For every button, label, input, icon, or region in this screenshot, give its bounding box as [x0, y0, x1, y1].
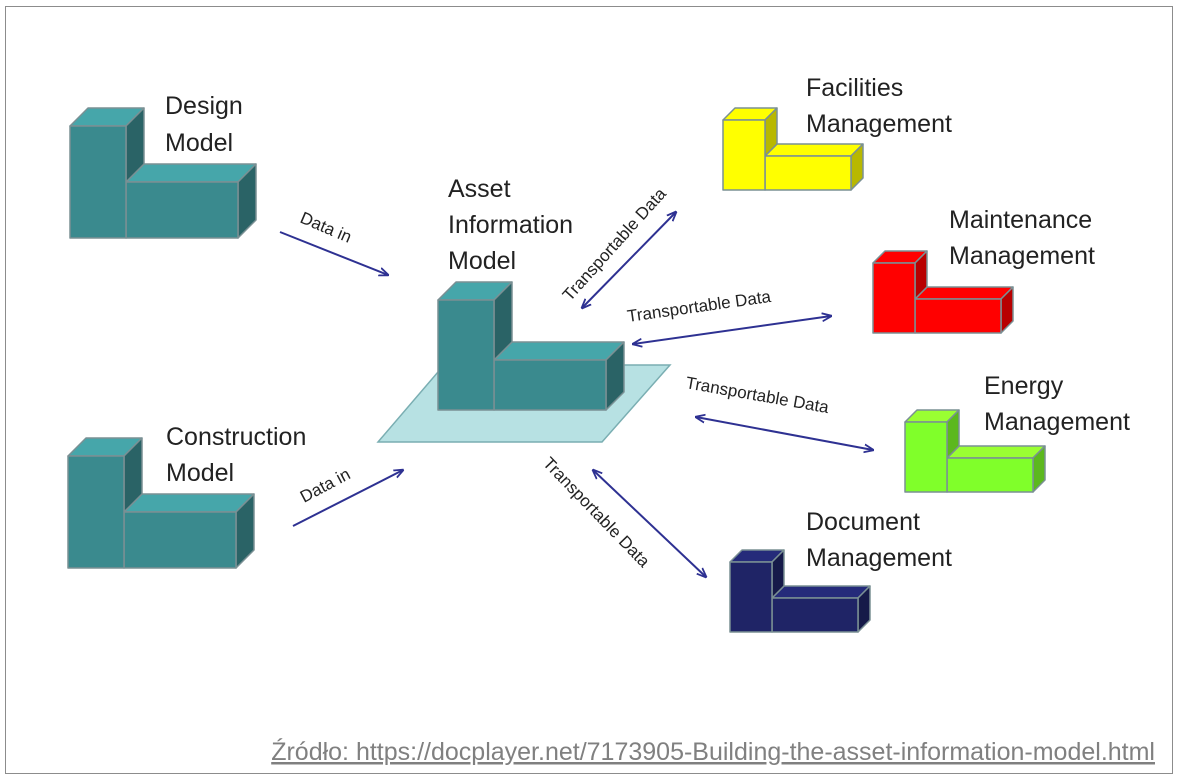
design-block-front-low — [125, 181, 239, 239]
construction-block-top-low — [123, 493, 255, 513]
maintenance-label-line1: Maintenance — [949, 206, 1092, 234]
source-caption[interactable]: Źródło: https://docplayer.net/7173905-Bu… — [271, 737, 1155, 766]
facilities-block-top-low — [764, 143, 864, 157]
maintenance-arrow — [633, 316, 831, 344]
design-block-top-low — [125, 163, 257, 183]
asset-label-line1: Asset — [448, 175, 511, 203]
maintenance-block-front-low — [914, 298, 1002, 334]
energy-block-front-high — [904, 421, 948, 493]
facilities-arrow — [582, 212, 676, 308]
energy-label-line2: Management — [984, 408, 1130, 436]
maintenance-label-line2: Management — [949, 242, 1095, 270]
energy-block-icon — [904, 409, 1046, 493]
asset-block-front-high — [437, 299, 495, 411]
asset-block-front-low — [493, 359, 607, 411]
asset-block-top-low — [493, 341, 625, 361]
construction-label-line2: Model — [166, 459, 234, 487]
facilities-block-front-high — [722, 119, 766, 191]
design-label-line1: Design — [165, 92, 243, 120]
construction-block-icon — [67, 437, 255, 569]
asset-block-icon — [437, 281, 625, 411]
construction-block-front-low — [123, 511, 237, 569]
document-label-line2: Management — [806, 544, 952, 572]
energy-arrow — [696, 417, 873, 450]
energy-block-top-low — [946, 445, 1046, 459]
maintenance-block-icon — [872, 250, 1014, 334]
construction-block-front-high — [67, 455, 125, 569]
maintenance-edge-label: Transportable Data — [626, 287, 773, 326]
document-block-icon — [729, 549, 871, 633]
design-label-line2: Model — [165, 129, 233, 157]
design-edge-label: Data in — [297, 208, 354, 247]
design-block-icon — [69, 107, 257, 239]
asset-label-line2: Information — [448, 211, 573, 239]
facilities-label-line1: Facilities — [806, 74, 903, 102]
document-block-front-high — [729, 561, 773, 633]
design-data-arrow — [279, 231, 388, 275]
facilities-label-line2: Management — [806, 110, 952, 138]
document-block-top-low — [771, 585, 871, 599]
document-block-front-low — [771, 597, 859, 633]
construction-data-arrow — [292, 470, 403, 527]
construction-label-line1: Construction — [166, 423, 306, 451]
maintenance-block-top-low — [914, 286, 1014, 300]
maintenance-block-front-high — [872, 262, 916, 334]
design-block-front-high — [69, 125, 127, 239]
document-arrow — [593, 470, 706, 577]
facilities-block-front-low — [764, 155, 852, 191]
energy-block-front-low — [946, 457, 1034, 493]
energy-label-line1: Energy — [984, 372, 1064, 400]
document-label-line1: Document — [806, 508, 920, 536]
asset-label-line3: Model — [448, 247, 516, 275]
energy-edge-label: Transportable Data — [684, 373, 831, 417]
facilities-edge-label: Transportable Data — [559, 184, 670, 305]
facilities-block-icon — [722, 107, 864, 191]
